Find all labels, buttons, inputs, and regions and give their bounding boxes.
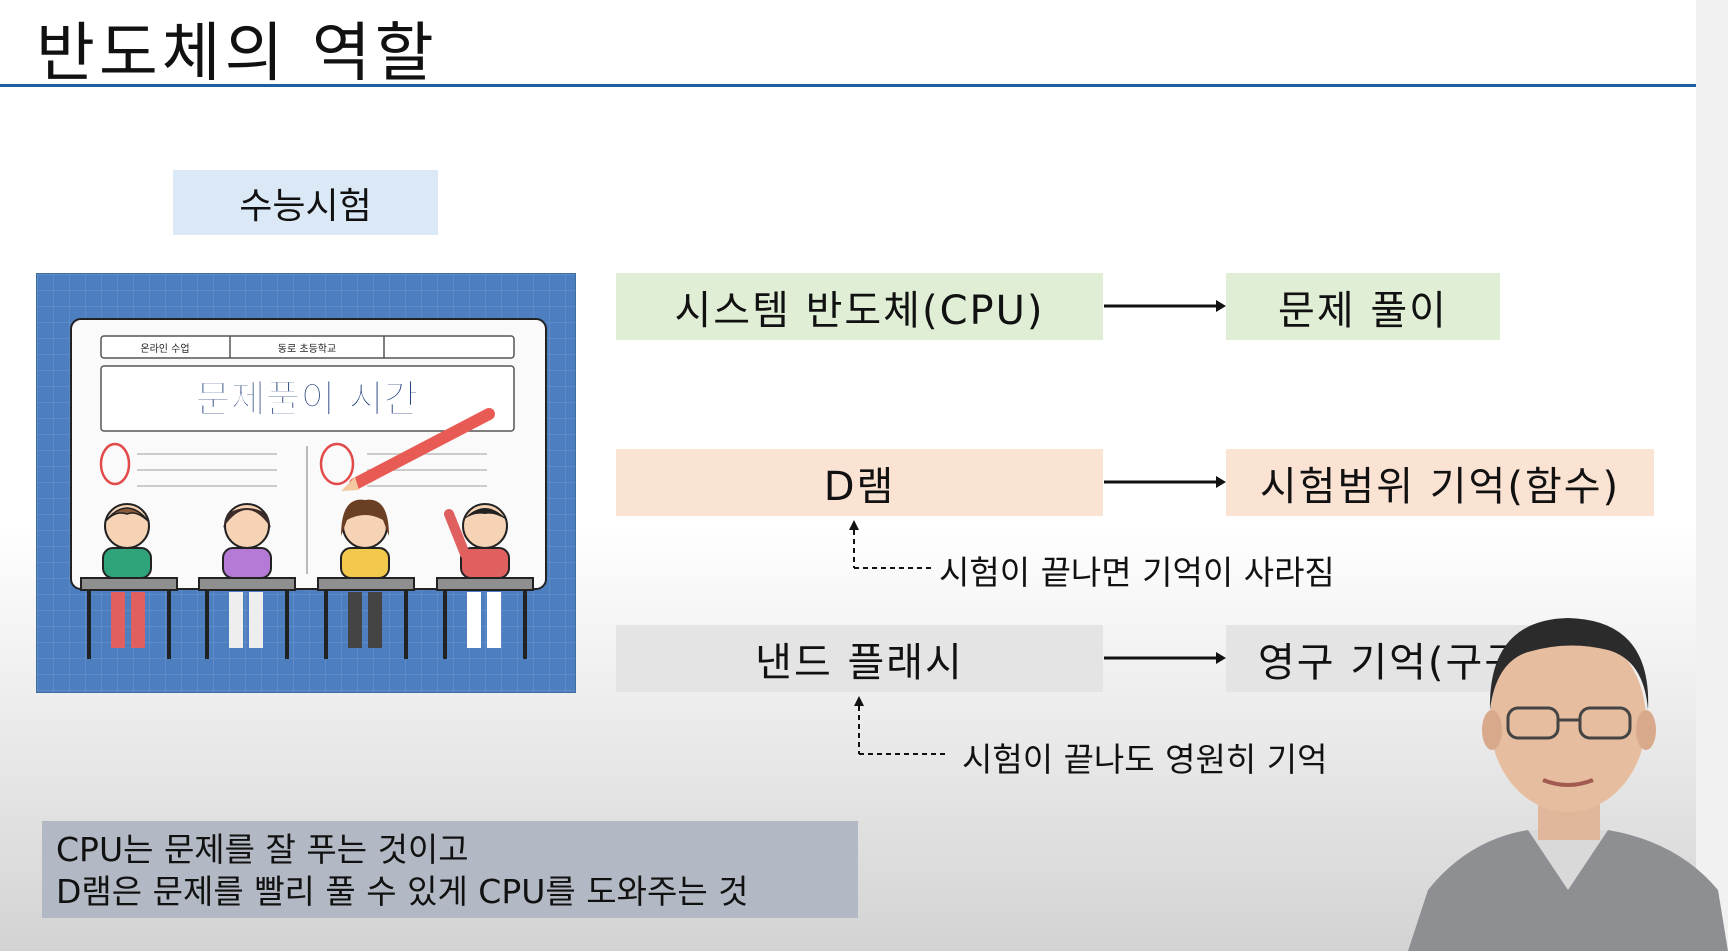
- exam-memory-box: 시험범위 기억(함수): [1226, 449, 1654, 516]
- classroom-illustration-image: 온라인 수업 동로 초등학교 문제풀이 시간: [37, 274, 575, 692]
- title-divider: [0, 84, 1696, 87]
- dashed-connector-icon: [854, 696, 949, 755]
- arrow-right-icon: [1104, 476, 1226, 488]
- illustration-header-cell: 온라인 수업: [140, 342, 189, 355]
- dashed-connector-icon: [849, 520, 934, 569]
- illustration-header-cell: 동로 초등학교: [278, 343, 336, 355]
- cpu-box: 시스템 반도체(CPU): [616, 273, 1103, 340]
- dram-box: D램: [616, 449, 1103, 516]
- exam-illustration: 온라인 수업 동로 초등학교 문제풀이 시간: [36, 273, 576, 693]
- arrow-right-icon: [1104, 652, 1226, 664]
- problem-solving-box: 문제 풀이: [1226, 273, 1500, 340]
- summary-line-1: CPU는 문제를 잘 푸는 것이고: [56, 830, 469, 869]
- dram-note: 시험이 끝나면 기억이 사라짐: [939, 553, 1335, 592]
- illustration-banner: 문제풀이 시간: [196, 377, 419, 421]
- slide-title: 반도체의 역할: [36, 17, 438, 91]
- arrow-right-icon: [1104, 300, 1226, 312]
- slide-edge: [1696, 0, 1728, 951]
- exam-label: 수능시험: [173, 170, 438, 235]
- summary-box: CPU는 문제를 잘 푸는 것이고 D램은 문제를 빨리 풀 수 있게 CPU를…: [42, 821, 858, 918]
- nand-note: 시험이 끝나도 영원히 기억: [962, 740, 1328, 779]
- summary-line-2: D램은 문제를 빨리 풀 수 있게 CPU를 도와주는 것: [56, 872, 749, 911]
- nand-flash-box: 낸드 플래시: [616, 625, 1103, 692]
- presenter-video: [1408, 618, 1728, 951]
